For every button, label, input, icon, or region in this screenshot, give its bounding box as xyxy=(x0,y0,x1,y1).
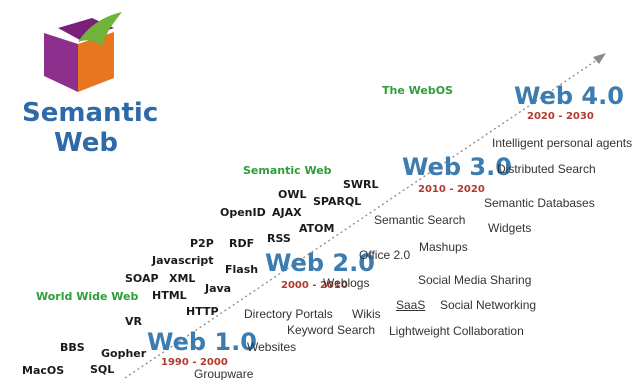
tech-rss: RSS xyxy=(267,232,291,245)
app-directory-portals: Directory Portals xyxy=(244,307,333,321)
app-keyword-search: Keyword Search xyxy=(287,323,376,337)
app-intelligent-personal-agents: Intelligent personal agents xyxy=(492,136,632,150)
tech-bbs: BBS xyxy=(60,341,85,354)
tech-http: HTTP xyxy=(186,305,219,318)
phase-webos: The WebOS xyxy=(382,84,453,97)
app-social-networking: Social Networking xyxy=(440,298,537,312)
tech-p2p: P2P xyxy=(190,237,214,250)
app-distributed-search: Distributed Search xyxy=(497,162,596,176)
cube-icon xyxy=(44,12,122,92)
era-years-web4: 2020 - 2030 xyxy=(527,111,594,122)
tech-sparql: SPARQL xyxy=(313,195,362,208)
tech-gopher: Gopher xyxy=(101,347,147,360)
tech-owl: OWL xyxy=(278,188,307,201)
app-mashups: Mashups xyxy=(419,240,468,254)
tech-html: HTML xyxy=(152,289,187,302)
era-title-web2: Web 2.0 xyxy=(265,249,375,277)
app-lightweight-collaboration: Lightweight Collaboration xyxy=(389,324,524,338)
era-title-web4: Web 4.0 xyxy=(514,82,624,110)
phase-world-wide-web: World Wide Web xyxy=(36,290,139,303)
tech-java: Java xyxy=(205,282,232,295)
tech-soap: SOAP xyxy=(125,272,159,285)
logo-wordmark-line1: Semantic xyxy=(22,98,159,128)
logo-wordmark-line2: Web xyxy=(54,128,118,158)
era-title-web1: Web 1.0 xyxy=(147,328,257,356)
app-widgets: Widgets xyxy=(488,221,532,235)
semantic-web-logo xyxy=(18,6,128,101)
era-title-web3: Web 3.0 xyxy=(402,153,512,181)
app-office20: Office 2.0 xyxy=(359,248,411,262)
tech-swrl: SWRL xyxy=(343,178,379,191)
era-years-web3: 2010 - 2020 xyxy=(418,184,485,195)
tech-sql: SQL xyxy=(90,363,115,376)
app-weblogs: Weblogs xyxy=(323,276,370,290)
tech-atom: ATOM xyxy=(299,222,335,235)
app-wikis: Wikis xyxy=(352,307,381,321)
arrow-head xyxy=(593,53,606,64)
phase-semantic-web: Semantic Web xyxy=(243,164,332,177)
app-semantic-databases: Semantic Databases xyxy=(484,196,595,210)
app-groupware: Groupware xyxy=(194,367,254,380)
app-websites: Websites xyxy=(247,340,297,354)
tech-javascript: Javascript xyxy=(152,254,214,267)
tech-openid: OpenID xyxy=(220,206,266,219)
tech-flash: Flash xyxy=(225,263,259,276)
tech-rdf: RDF xyxy=(229,237,255,250)
tech-xml: XML xyxy=(169,272,196,285)
trend-line xyxy=(124,57,601,379)
tech-vr: VR xyxy=(125,315,142,328)
app-saas: SaaS xyxy=(396,298,426,312)
tech-macos: MacOS xyxy=(22,364,65,377)
era-years-web1: 1990 - 2000 xyxy=(161,357,228,368)
app-social-media-sharing: Social Media Sharing xyxy=(418,273,532,287)
era-years-web2: 2000 - 2010 xyxy=(281,280,348,291)
app-semantic-search: Semantic Search xyxy=(374,213,466,227)
tech-ajax: AJAX xyxy=(272,206,302,219)
